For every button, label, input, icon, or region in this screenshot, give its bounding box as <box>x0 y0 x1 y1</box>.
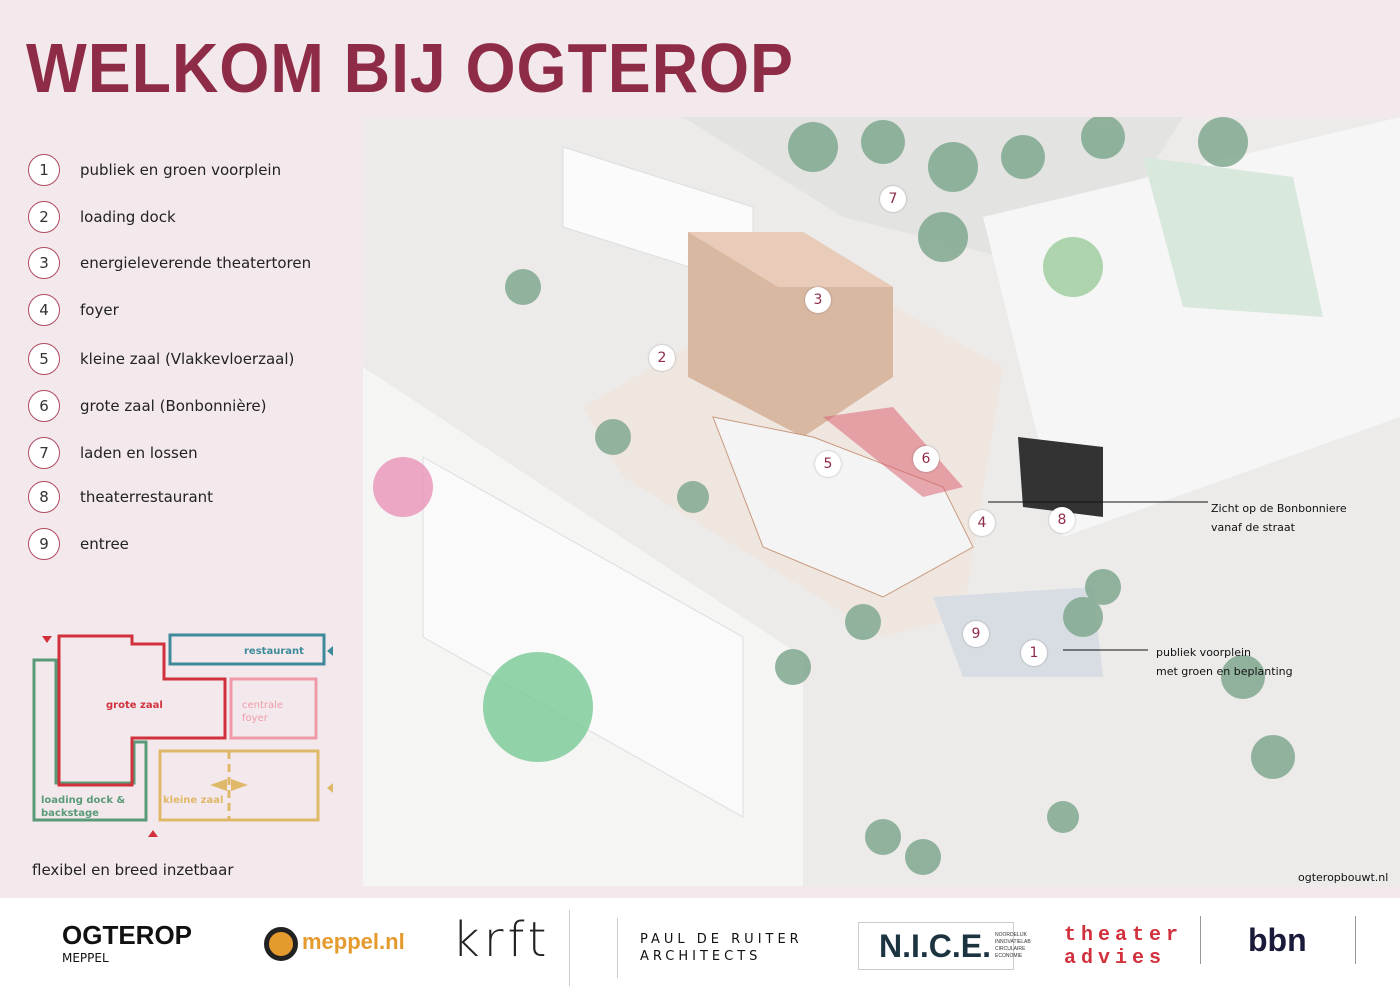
divider <box>569 910 570 986</box>
entry-arrow-icon <box>327 646 333 656</box>
legend-number: 7 <box>28 437 60 469</box>
legend-label: energieleverende theatertoren <box>80 254 312 272</box>
legend-label: theaterrestaurant <box>80 488 214 506</box>
map-marker-8[interactable]: 8 <box>1049 507 1075 533</box>
plan-label-loading: loading dock & <box>41 795 125 806</box>
logo-bbn: bbn <box>1248 922 1307 958</box>
plan-caption: flexibel en breed inzetbaar <box>32 861 234 879</box>
logo-ogterop: OGTEROP <box>62 920 193 950</box>
legend-item: 2 loading dock <box>28 201 176 233</box>
meppel-logo-icon <box>264 927 298 961</box>
legend-item: 5 kleine zaal (Vlakkevloerzaal) <box>28 343 294 375</box>
grote-zaal-outline <box>57 634 227 787</box>
plan-label-centrale: centrale <box>242 700 283 711</box>
floor-plan-diagram: grote zaal restaurant centrale foyer loa… <box>32 633 333 837</box>
logo-meppel: meppel.nl <box>302 929 405 954</box>
map-marker-1[interactable]: 1 <box>1021 640 1047 666</box>
map-marker-4[interactable]: 4 <box>969 510 995 536</box>
logo-nice-text: N.I.C.E. <box>879 927 992 964</box>
kleine-zaal-outline <box>158 749 320 822</box>
legend-number: 6 <box>28 390 60 422</box>
legend-item: 1 publiek en groen voorplein <box>28 154 281 186</box>
entry-arrow-icon <box>327 783 333 793</box>
legend-number: 4 <box>28 294 60 326</box>
map-marker-2[interactable]: 2 <box>649 345 675 371</box>
logo-bbn-frame <box>1200 916 1356 964</box>
divider <box>617 918 618 978</box>
arrow-left-icon <box>210 779 227 791</box>
legend-item: 9 entree <box>28 528 129 560</box>
aerial-map: 1 2 3 4 5 6 7 8 9 Zicht op de Bonbonnier… <box>363 117 1400 886</box>
map-illustration <box>363 117 1400 886</box>
legend-item: 4 foyer <box>28 294 119 326</box>
plan-label-kleine-zaal: kleine zaal <box>163 795 223 806</box>
map-marker-9[interactable]: 9 <box>963 621 989 647</box>
logo-ogterop-sub: MEPPEL <box>62 951 109 965</box>
legend-label: publiek en groen voorplein <box>80 161 282 179</box>
restaurant-outline <box>168 633 326 666</box>
legend-number: 9 <box>28 528 60 560</box>
entry-arrow-icon <box>42 636 52 643</box>
logo-krft: krft <box>452 912 551 968</box>
legend-item: 6 grote zaal (Bonbonnière) <box>28 390 266 422</box>
map-marker-7[interactable]: 7 <box>880 186 906 212</box>
loading-dock-outline <box>32 658 148 822</box>
legend-item: 8 theaterrestaurant <box>28 481 213 513</box>
legend-number: 8 <box>28 481 60 513</box>
legend-label: kleine zaal (Vlakkevloerzaal) <box>80 350 295 368</box>
plan-label-restaurant: restaurant <box>244 646 304 657</box>
legend-item: 7 laden en lossen <box>28 437 198 469</box>
entry-arrow-icon <box>148 830 158 837</box>
legend-label: laden en lossen <box>80 444 198 462</box>
legend-label: entree <box>80 535 129 553</box>
map-marker-6[interactable]: 6 <box>913 446 939 472</box>
arrow-right-icon <box>231 779 248 791</box>
legend-label: grote zaal (Bonbonnière) <box>80 397 267 415</box>
legend-label: foyer <box>80 301 119 319</box>
website-link[interactable]: ogteropbouwt.nl <box>1298 871 1389 884</box>
legend-number: 3 <box>28 247 60 279</box>
plan-label-backstage: backstage <box>41 808 99 819</box>
page-title: WELKOM BIJ OGTEROP <box>26 29 794 107</box>
legend-item: 3 energieleverende theatertoren <box>28 247 311 279</box>
plan-label-foyer: foyer <box>242 713 269 724</box>
map-marker-5[interactable]: 5 <box>815 451 841 477</box>
legend-number: 5 <box>28 343 60 375</box>
sponsor-footer: OGTEROP MEPPEL meppel.nl krft PAUL DE RU… <box>0 898 1400 986</box>
legend-number: 2 <box>28 201 60 233</box>
plan-label-grote-zaal: grote zaal <box>106 700 163 711</box>
foyer-outline <box>229 677 318 740</box>
map-marker-3[interactable]: 3 <box>805 287 831 313</box>
legend-label: loading dock <box>80 208 176 226</box>
legend-number: 1 <box>28 154 60 186</box>
